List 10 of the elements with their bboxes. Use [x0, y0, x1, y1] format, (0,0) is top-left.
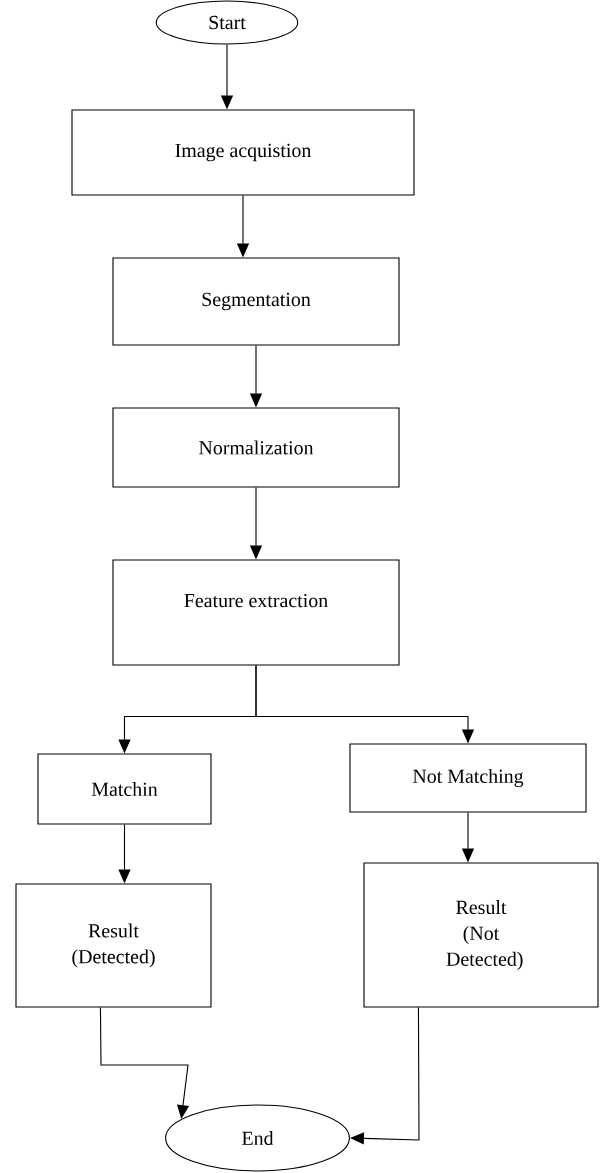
process-box: Matchin — [37, 753, 212, 825]
process-box: Image acquistion — [71, 109, 415, 196]
process-box: Segmentation — [112, 257, 400, 346]
process-box: Feature extraction — [112, 559, 400, 666]
process-box: Not Matching — [349, 743, 587, 813]
process-box: Result (Detected) — [15, 883, 212, 1008]
arrow — [99, 1007, 190, 1119]
process-box: Normalization — [112, 407, 400, 488]
arrow — [350, 1007, 420, 1145]
process-box: Result (Not Detected) — [363, 862, 599, 1008]
